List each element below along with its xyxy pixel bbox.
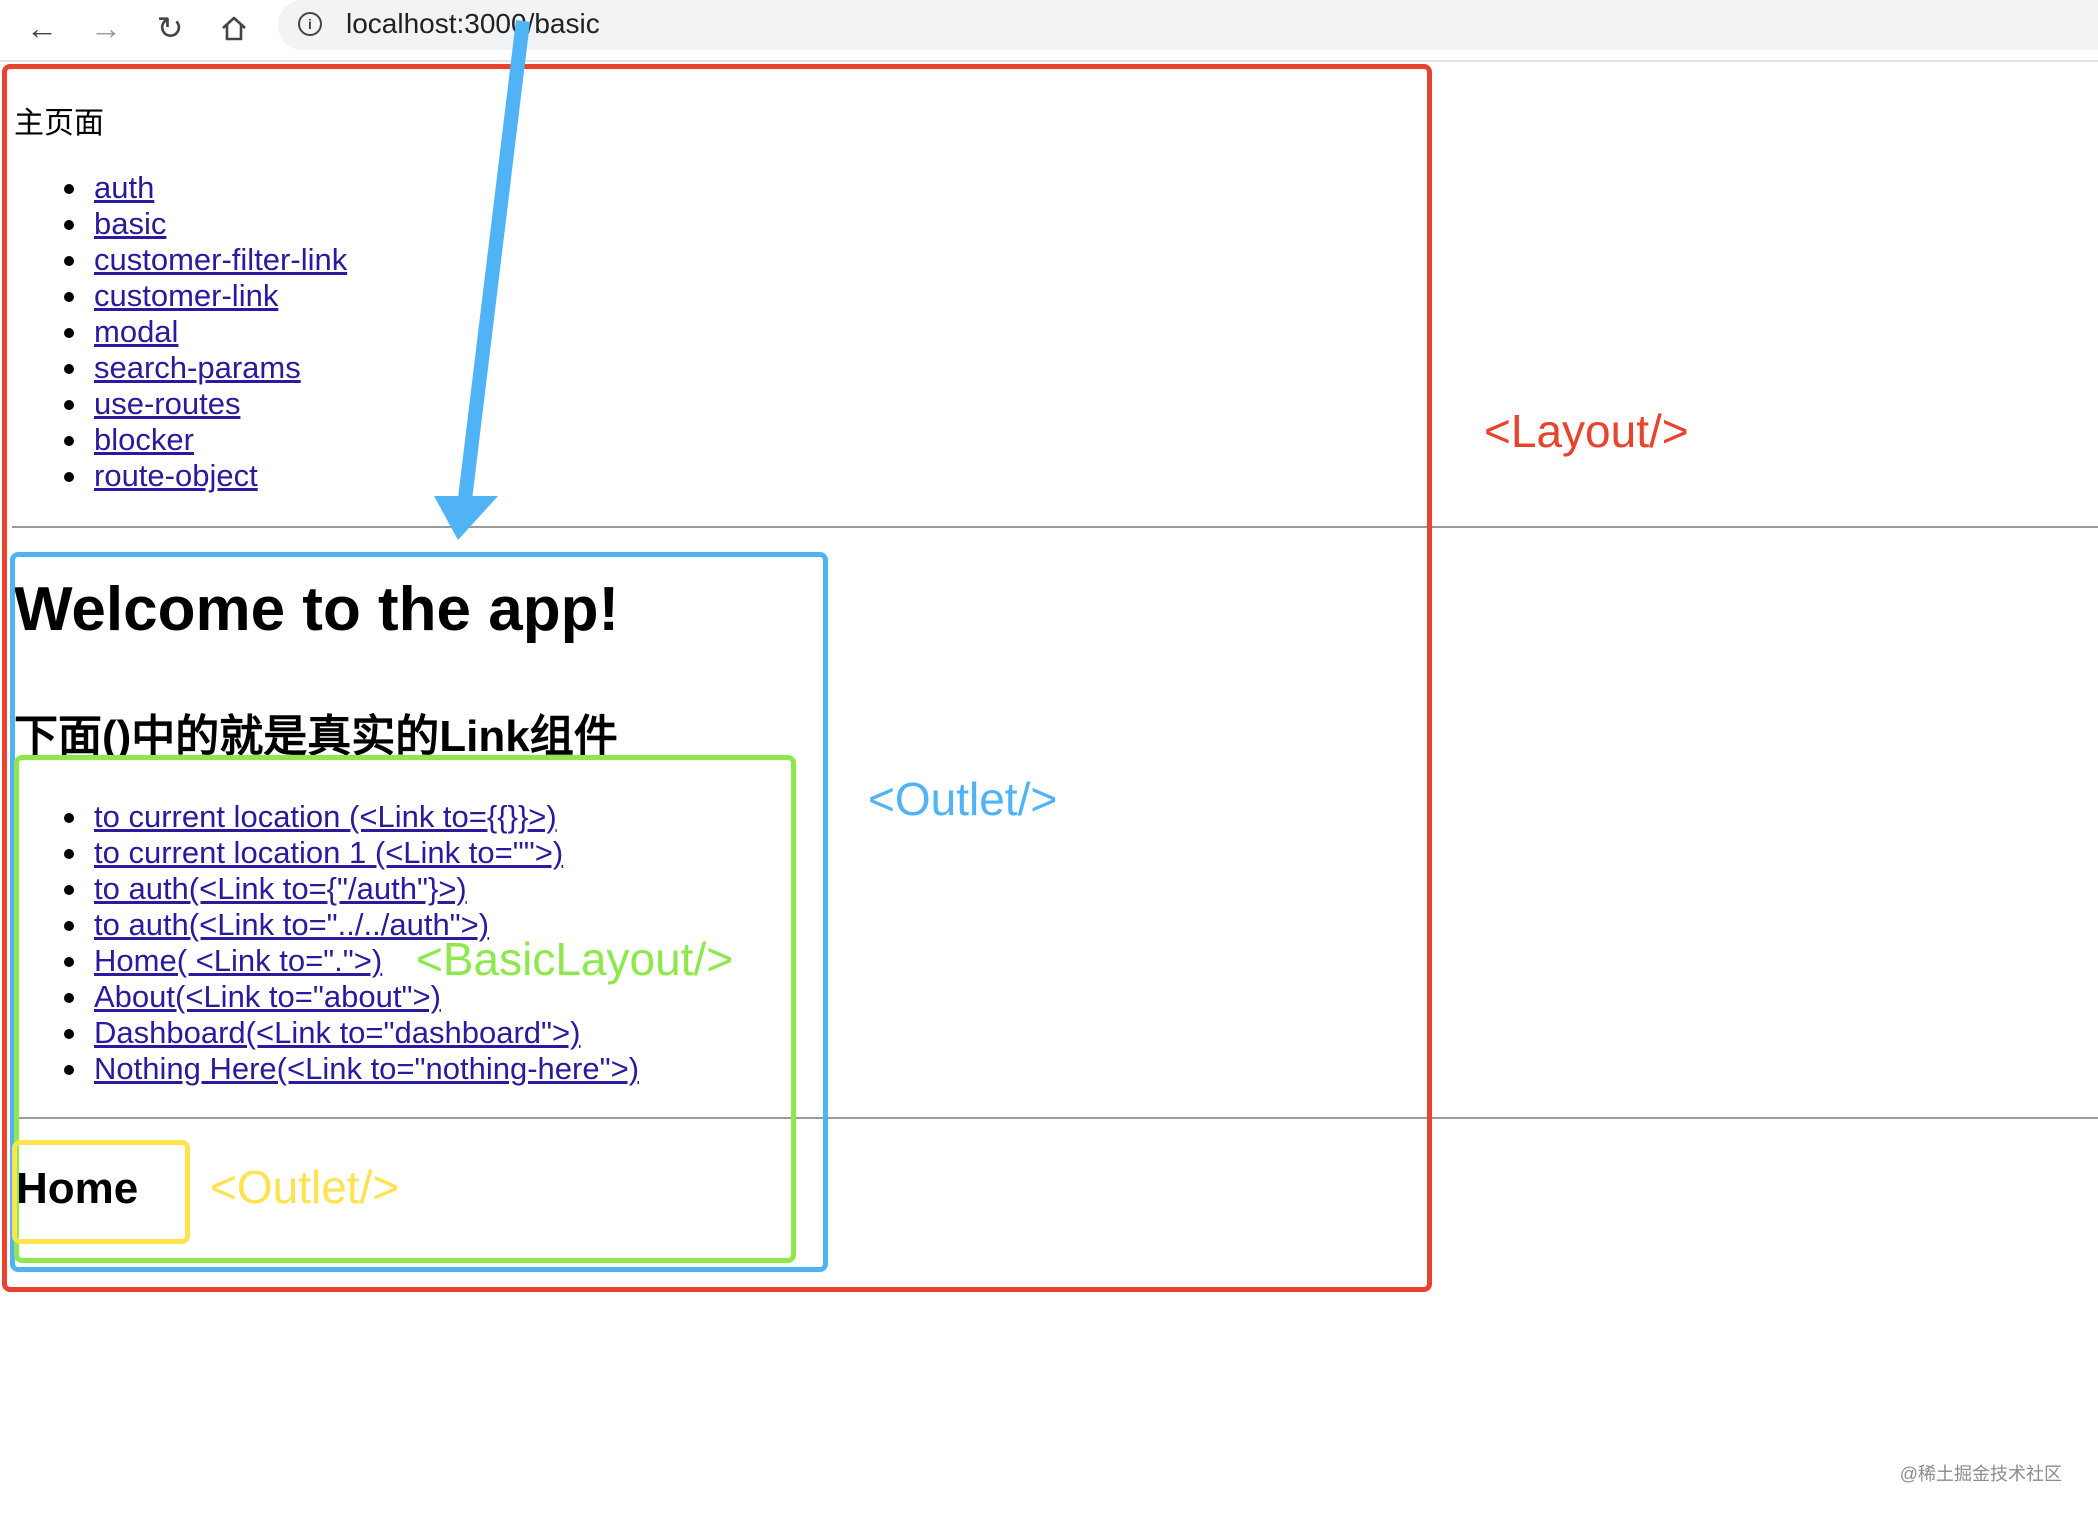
basic-layout-divider [12, 1117, 2098, 1119]
basic-layout-link-list: to current location (<Link to={{}}>)to c… [64, 799, 640, 1087]
layout-title: 主页面 [14, 107, 104, 140]
bullet-icon [64, 328, 74, 338]
bullet-icon [64, 849, 74, 859]
layout-divider [12, 526, 2098, 528]
info-icon[interactable]: i [298, 12, 322, 36]
list-item: modal [64, 314, 347, 350]
bullet-icon [64, 993, 74, 1003]
back-button[interactable]: ← [20, 6, 64, 50]
address-bar[interactable]: i localhost:3000/basic [278, 0, 2098, 50]
nav-link[interactable]: blocker [94, 422, 194, 457]
forward-button[interactable]: → [84, 6, 128, 50]
route-link[interactable]: Dashboard(<Link to="dashboard">) [94, 1015, 581, 1050]
bullet-icon [64, 1029, 74, 1039]
bullet-icon [64, 921, 74, 931]
nav-link[interactable]: modal [94, 314, 179, 349]
arrow-left-icon: ← [26, 10, 58, 46]
bullet-icon [64, 957, 74, 967]
watermark: @稀土掘金技术社区 [1899, 1464, 2062, 1484]
list-item: About(<Link to="about">) [64, 979, 639, 1015]
list-item: search-params [64, 350, 347, 386]
nav-link[interactable]: use-routes [94, 386, 241, 421]
list-item: to auth(<Link to={"/auth"}>) [64, 871, 639, 907]
inner-outlet-annotation-label: <Outlet/> [210, 1161, 400, 1213]
list-item: route-object [64, 458, 347, 494]
reload-button[interactable]: ↻ [148, 6, 192, 50]
list-item: use-routes [64, 386, 347, 422]
home-heading: Home [16, 1164, 139, 1213]
browser-toolbar: ← → ↻ i localhost:3000/basic [0, 0, 2098, 62]
bullet-icon [64, 813, 74, 823]
bullet-icon [64, 436, 74, 446]
link-component-subheading: 下面()中的就是真实的Link组件 [14, 712, 618, 761]
url-text[interactable]: localhost:3000/basic [346, 8, 600, 39]
layout-annotation-box [2, 64, 1432, 1292]
list-item: auth [64, 170, 347, 206]
list-item: to current location (<Link to={{}}>) [64, 799, 639, 835]
home-icon [222, 16, 246, 41]
outlet-annotation-box [10, 552, 828, 1272]
nav-link[interactable]: search-params [94, 350, 301, 385]
nav-link[interactable]: route-object [94, 458, 258, 493]
bullet-icon [64, 1065, 74, 1075]
layout-annotation-label: <Layout/> [1484, 405, 1689, 457]
route-link[interactable]: to auth(<Link to="../../auth">) [94, 907, 490, 942]
welcome-heading: Welcome to the app! [14, 575, 620, 644]
outlet-annotation-label: <Outlet/> [868, 773, 1058, 825]
list-item: Nothing Here(<Link to="nothing-here">) [64, 1051, 640, 1087]
inner-outlet-annotation-box [12, 1140, 190, 1244]
list-item: to auth(<Link to="../../auth">) [64, 907, 639, 943]
route-link[interactable]: to current location (<Link to={{}}>) [94, 799, 557, 834]
bullet-icon [64, 184, 74, 194]
bullet-icon [64, 472, 74, 482]
list-item: blocker [64, 422, 347, 458]
arrow-right-icon: → [90, 10, 122, 46]
nav-link[interactable]: customer-filter-link [94, 242, 348, 277]
bullet-icon [64, 256, 74, 266]
route-link[interactable]: to current location 1 (<Link to="">) [94, 835, 564, 870]
route-link[interactable]: Nothing Here(<Link to="nothing-here">) [94, 1051, 640, 1086]
bullet-icon [64, 220, 74, 230]
basic-layout-annotation-label: <BasicLayout/> [416, 933, 734, 985]
bullet-icon [64, 885, 74, 895]
list-item: to current location 1 (<Link to="">) [64, 835, 639, 871]
bullet-icon [64, 364, 74, 374]
route-link[interactable]: Home( <Link to=".">) [94, 943, 383, 978]
reload-icon: ↻ [156, 10, 184, 46]
list-item: Home( <Link to=".">) [64, 943, 639, 979]
nav-link[interactable]: basic [94, 206, 167, 241]
route-link[interactable]: to auth(<Link to={"/auth"}>) [94, 871, 467, 906]
nav-link[interactable]: auth [94, 170, 155, 205]
list-item: customer-filter-link [64, 242, 348, 278]
bullet-icon [64, 400, 74, 410]
nav-link[interactable]: customer-link [94, 278, 279, 313]
home-button[interactable] [212, 6, 256, 50]
list-item: basic [64, 206, 347, 242]
bullet-icon [64, 292, 74, 302]
list-item: Dashboard(<Link to="dashboard">) [64, 1015, 639, 1051]
route-link[interactable]: About(<Link to="about">) [94, 979, 441, 1014]
list-item: customer-link [64, 278, 347, 314]
basic-layout-annotation-box [14, 755, 796, 1263]
